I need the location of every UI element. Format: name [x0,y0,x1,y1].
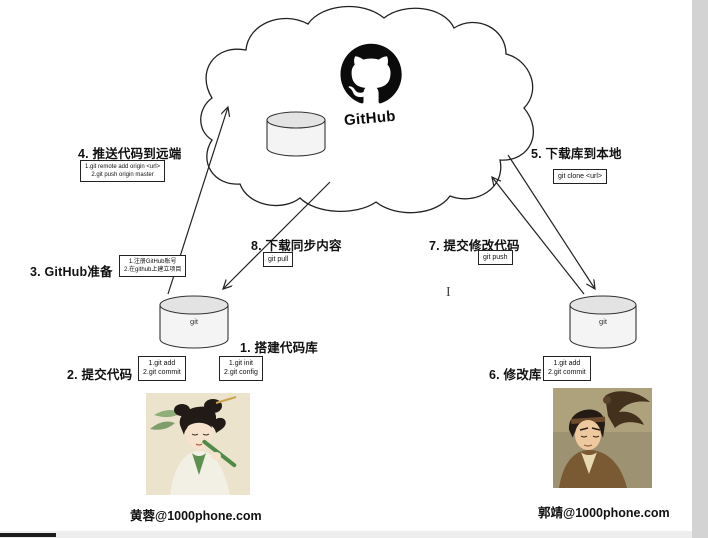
command-line: 2.git config [224,369,258,377]
step-4-title: 4. 推送代码到远端 [78,147,182,161]
command-line: 2.git commit [548,369,586,377]
progress-bar-segment [0,533,56,537]
command-line: 1.git remote add origin <url> [85,164,161,170]
local-repo-right-cylinder [569,295,637,349]
huang-rong-portrait [146,393,250,495]
step-1-title: 1. 搭建代码库 [240,341,318,355]
command-line: 2.git commit [143,369,181,377]
command-line: 1.注册GitHub账号 [128,259,177,265]
arrow-clone-to-right [507,154,595,289]
command-line: 1.git init [228,360,253,367]
step-3-title: 3. GitHub准备 [30,265,113,279]
command-line: 1.git add [148,360,176,367]
local-repo-left-cylinder [159,295,229,349]
step-3-command-box: 1.注册GitHub账号 2.在github上建立项目 [119,255,187,278]
command-line: 2.在github上建立项目 [124,267,182,274]
command-line: git pull [268,256,289,263]
bottom-edge-strip [0,531,692,538]
step-6-command-box: 1.git add 2.git commit [543,356,591,381]
step-8-command-box: git pull [263,252,294,268]
remote-db-cylinder [266,111,326,157]
step-1-command-box: 1.git init 2.git config [219,356,263,381]
user-left-name: 黄蓉@1000phone.com [130,509,262,523]
step-5-command-box: git clone <url> [553,169,607,185]
local-repo-right-label: git [599,317,607,326]
step-7-title: 7. 提交修改代码 [429,239,520,253]
user-right-name: 郭靖@1000phone.com [538,506,670,520]
arrow-pull-to-left [223,181,331,289]
github-logo-icon [340,43,402,104]
command-line: git clone <url> [558,173,602,180]
step-4-command-box: 1.git remote add origin <url> 2.git push… [80,160,166,183]
cloud-shape [200,5,534,214]
command-line: 1.git add [553,360,581,367]
arrow-push-from-right [492,177,585,295]
step-2-command-box: 1.git add 2.git commit [138,356,186,381]
step-2-title: 2. 提交代码 [67,368,133,382]
right-edge-strip [692,0,708,538]
guo-jing-portrait [553,388,652,488]
step-8-title: 8. 下载同步内容 [251,239,342,253]
local-repo-left-label: git [190,317,198,326]
text-cursor: I [446,285,451,300]
step-5-title: 5. 下载库到本地 [531,147,622,161]
command-line: 2.git push origin master [91,172,154,179]
command-line: git push [483,254,508,261]
step-7-command-box: git push [478,250,513,266]
step-6-title: 6. 修改库 [489,368,542,382]
